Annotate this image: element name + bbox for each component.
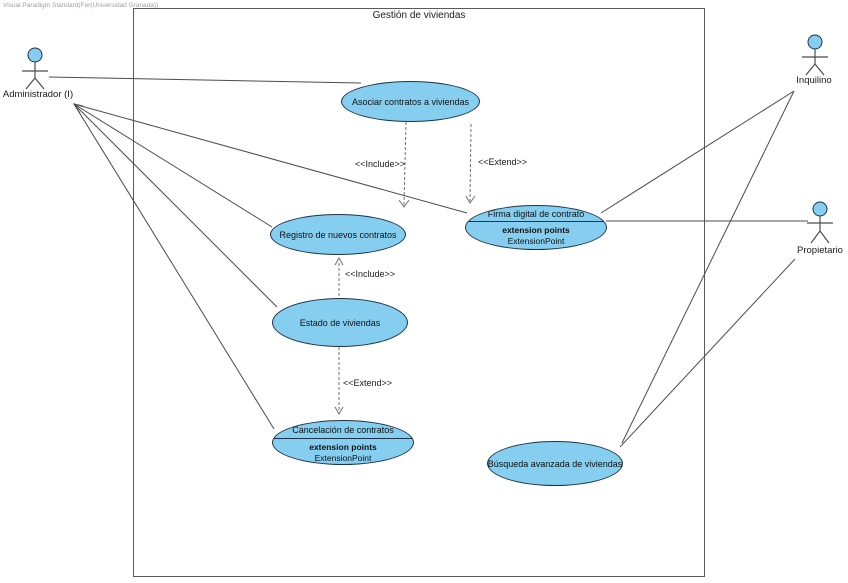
compartment-divider	[273, 438, 413, 439]
stereotype-include-top: <<Include>>	[355, 159, 406, 169]
actor-inquilino-label: Inquilino	[796, 75, 832, 86]
open-arrowhead-down-icon	[334, 406, 344, 416]
open-arrowhead-up-icon	[334, 256, 344, 266]
usecase-label: Estado de viviendas	[299, 317, 381, 328]
assoc-propietario-busqueda[interactable]	[619, 258, 796, 448]
extension-point-value: ExtensionPoint	[507, 236, 565, 246]
include-asociar-registro[interactable]	[398, 121, 410, 208]
actor-head-icon	[27, 47, 43, 63]
assoc-inquilino-busqueda[interactable]	[621, 90, 795, 444]
include-estado-registro[interactable]	[334, 256, 344, 296]
usecase-label: Asociar contratos a viviendas	[351, 96, 470, 107]
usecase-label: Registro de nuevos contratos	[279, 229, 397, 240]
system-boundary[interactable]: Gestión de viviendas	[133, 8, 705, 577]
assoc-inquilino-firma[interactable]	[600, 90, 795, 214]
usecase-firma-digital[interactable]: Firma digital de contrato extension poin…	[465, 205, 607, 250]
assoc-admin-cancelacion[interactable]	[73, 103, 275, 430]
extend-estado-cancelacion[interactable]	[334, 347, 344, 416]
actor-administrador-figure[interactable]	[22, 47, 48, 90]
extend-asociar-firma[interactable]	[465, 123, 476, 204]
system-title: Gestión de viviendas	[372, 10, 466, 21]
actor-inquilino-figure[interactable]	[802, 34, 828, 76]
watermark: Visual Paradigm Standard(Fer(Universidad…	[3, 2, 159, 9]
usecase-label: Cancelación de contratos	[292, 425, 394, 435]
actor-propietario-figure[interactable]	[807, 201, 833, 244]
usecase-busqueda-avanzada[interactable]: Búsqueda avanzada de viviendas	[487, 441, 623, 486]
extension-points-title: extension points	[309, 442, 377, 452]
actor-head-icon	[807, 34, 823, 50]
assoc-admin-asociar[interactable]	[48, 76, 362, 84]
usecase-estado-viviendas[interactable]: Estado de viviendas	[272, 298, 408, 347]
actor-head-icon	[812, 201, 828, 217]
assoc-admin-firma[interactable]	[73, 103, 468, 214]
usecase-registro-contratos[interactable]: Registro de nuevos contratos	[270, 214, 406, 255]
extension-points-title: extension points	[502, 225, 570, 235]
extension-point-value: ExtensionPoint	[314, 453, 372, 463]
usecase-label: Firma digital de contrato	[487, 209, 585, 219]
usecase-cancelacion-contratos[interactable]: Cancelación de contratos extension point…	[272, 420, 414, 465]
usecase-asociar-contratos[interactable]: Asociar contratos a viviendas	[341, 81, 480, 122]
compartment-divider	[466, 221, 606, 222]
stereotype-extend-mid: <<Extend>>	[343, 378, 393, 388]
actor-propietario-label: Propietario	[797, 245, 843, 256]
stereotype-extend-top: <<Extend>>	[478, 157, 528, 167]
assoc-admin-estado[interactable]	[73, 103, 278, 308]
open-arrowhead-down-icon	[398, 199, 410, 208]
assoc-admin-arrowhead	[72, 103, 84, 114]
open-arrowhead-down-icon	[465, 195, 476, 204]
actor-administrador-label: Administrador (I)	[2, 89, 74, 100]
usecase-label: Búsqueda avanzada de viviendas	[487, 458, 623, 469]
stereotype-include-mid: <<Include>>	[345, 269, 396, 279]
assoc-admin-registro[interactable]	[73, 103, 273, 228]
